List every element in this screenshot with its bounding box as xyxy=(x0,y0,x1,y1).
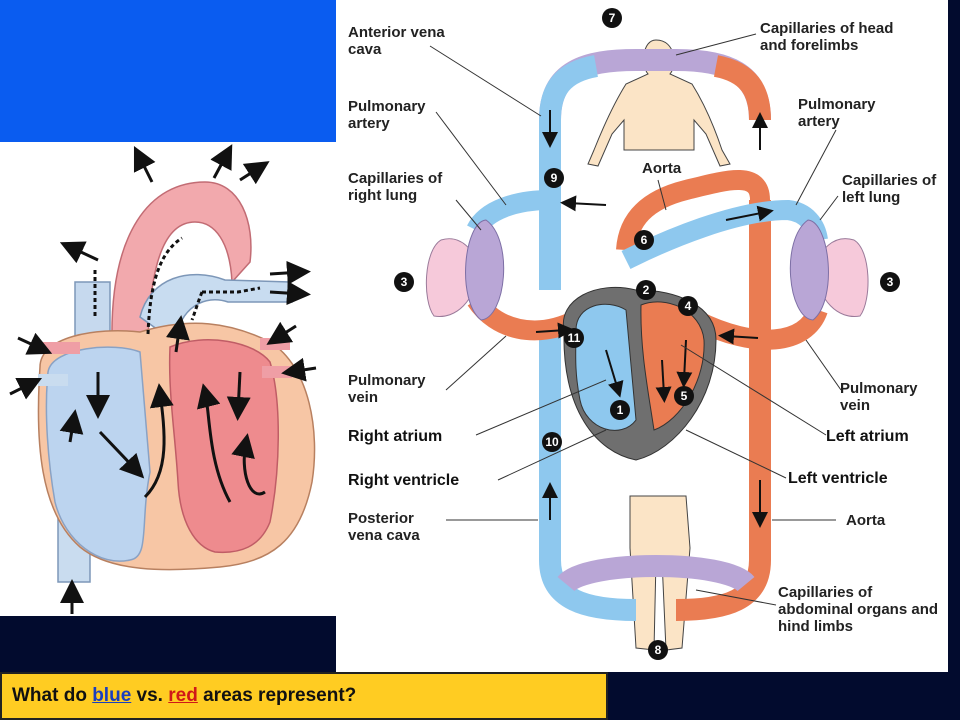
head-artery-vessel xyxy=(713,55,771,121)
right-heart-chambers xyxy=(575,303,637,431)
posterior-vena-cava-vessel xyxy=(539,330,637,621)
aortic-arch-vessel xyxy=(616,170,770,252)
marker-9: 9 xyxy=(544,168,564,188)
pulmonary-vein-left-vessel xyxy=(691,305,828,350)
vessel-stub xyxy=(38,374,68,386)
circulation-flow-arrows xyxy=(535,110,774,528)
label-pulmonary-artery-left: Pulmonary artery xyxy=(348,98,426,132)
flow-arrows xyxy=(9,144,317,614)
question-caption-box: What do blue vs. red areas represent? xyxy=(0,672,608,720)
label-pulmonary-vein-left: Pulmonary vein xyxy=(348,372,426,406)
label-posterior-vena-cava: Posterior vena cava xyxy=(348,510,420,544)
marker-11: 11 xyxy=(564,328,584,348)
navy-background-strip xyxy=(948,0,960,720)
label-aorta-top: Aorta xyxy=(642,160,682,177)
label-pulmonary-artery-right: Pulmonary artery xyxy=(798,96,876,130)
marker-10: 10 xyxy=(542,432,562,452)
caption-word-blue: blue xyxy=(92,685,132,706)
right-chambers xyxy=(45,346,151,562)
right-lung-capillaries xyxy=(465,219,505,321)
label-right-atrium: Right atrium xyxy=(348,428,443,445)
marker-8: 8 xyxy=(648,640,668,660)
marker-3-right: 3 xyxy=(880,272,900,292)
leader-lines xyxy=(429,33,842,606)
upper-body-figure xyxy=(587,39,731,167)
label-aorta-bottom: Aorta xyxy=(846,512,886,529)
heart-illustration-panel xyxy=(0,142,336,616)
label-left-atrium: Left atrium xyxy=(826,428,909,445)
left-chambers xyxy=(168,339,280,554)
marker-6: 6 xyxy=(634,230,654,250)
vessel-stub xyxy=(262,366,292,378)
pulmonary-artery-left-vessel xyxy=(621,199,828,269)
label-right-ventricle: Right ventricle xyxy=(348,472,460,489)
heart-illustration xyxy=(9,144,317,614)
label-capillaries-right-lung: Capillaries of right lung xyxy=(348,170,443,204)
vessel-stub xyxy=(40,342,80,354)
question-caption: What do blue vs. red areas represent? xyxy=(12,685,356,707)
abdominal-capillary-bed xyxy=(557,555,755,593)
label-anterior-vena-cava: Anterior vena cava xyxy=(348,24,445,58)
marker-7: 7 xyxy=(602,8,622,28)
anterior-vena-cava-vessel xyxy=(539,55,599,121)
label-capillaries-head: Capillaries of head and forelimbs xyxy=(760,20,894,54)
marker-5: 5 xyxy=(674,386,694,406)
dotted-flow-arrows xyxy=(93,236,261,335)
caption-word-red: red xyxy=(168,685,198,706)
circulation-diagram xyxy=(425,33,869,651)
label-pulmonary-vein-right: Pulmonary vein xyxy=(840,380,918,414)
marker-1: 1 xyxy=(610,400,630,420)
marker-3-left: 3 xyxy=(394,272,414,292)
blue-background-block xyxy=(0,0,336,142)
circulation-diagram-panel: Anterior vena cava Capillaries of head a… xyxy=(336,0,948,672)
caption-suffix: areas represent? xyxy=(197,685,357,706)
caption-middle: vs. xyxy=(131,685,169,706)
label-left-ventricle: Left ventricle xyxy=(788,470,888,487)
marker-2: 2 xyxy=(636,280,656,300)
label-capillaries-left-lung: Capillaries of left lung xyxy=(842,172,937,206)
marker-4: 4 xyxy=(678,296,698,316)
left-lung-capillaries xyxy=(789,219,829,321)
label-capillaries-abdominal: Capillaries of abdominal organs and hind… xyxy=(778,584,939,635)
caption-prefix: What do xyxy=(12,685,93,706)
